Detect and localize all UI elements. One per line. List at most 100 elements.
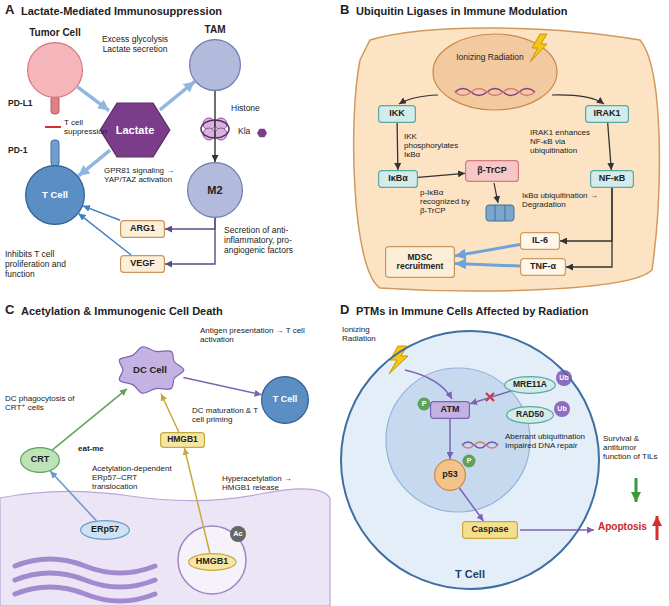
protein-box: IKK — [378, 105, 416, 123]
crt-protein: CRT — [20, 447, 60, 473]
panel-letter: D — [340, 303, 349, 318]
ubiquitin-mark — [554, 401, 570, 417]
annotation: IKK phosphorylates IκBα — [404, 132, 464, 160]
cytokine-box: TNF-α — [520, 258, 566, 276]
connector-arrow — [77, 87, 109, 111]
annotation: p-IκBα recognized by β-TrCP — [420, 188, 478, 216]
node-label: HMGB1 — [167, 435, 198, 444]
annotation: Excess glycolysis Lactate secretion — [93, 35, 177, 55]
annotation: IRAK1 enhances NF-κB via ubiquitination — [530, 128, 602, 156]
endoplasmic-reticulum — [15, 559, 155, 573]
node-label: TNF-α — [530, 262, 556, 272]
panel-title: Ubiquitin Ligases in Immune Modulation — [356, 5, 567, 18]
node-label: β-TrCP — [477, 166, 507, 176]
vesicle — [178, 526, 246, 594]
protein-box-shape — [379, 171, 418, 188]
connector-arrow — [161, 394, 179, 432]
node-label: CRT — [31, 455, 50, 465]
cytokine-box-shape — [521, 259, 566, 276]
node-label: IκBα — [388, 174, 408, 184]
erp57-protein: ERp57 — [80, 520, 130, 540]
modification-label: P — [467, 457, 472, 465]
annotation: DC maturation & T cell priming — [192, 406, 258, 424]
connector-arrow — [459, 488, 483, 521]
annotation: T cell suppression — [64, 118, 110, 136]
connector-arrow — [449, 419, 451, 459]
node-label: HMGB1 — [196, 557, 229, 567]
annotation: Aberrant ubiquitination Impaired DNA rep… — [505, 432, 595, 450]
lactyl-mark — [257, 129, 267, 138]
annotation: DC phagocytosis of CRT⁺ cells — [5, 394, 77, 412]
modification-label: Ub — [557, 405, 566, 413]
hmgb1-protein: HMGB1 — [188, 553, 237, 571]
outcome-box: MDSC recruitment — [385, 246, 455, 278]
node-label: VEGF — [130, 259, 155, 269]
kinase-box-shape — [431, 402, 470, 419]
m2-macrophage: M2 — [187, 162, 243, 218]
macrophage-cell-shape — [190, 40, 241, 91]
annotation: GPR81 signaling → YAP/TAZ activation — [104, 166, 184, 184]
modification-label: Kla — [238, 127, 250, 137]
degradation-arrow — [494, 183, 498, 203]
node-label: DC Cell — [133, 365, 167, 375]
dna-strand — [455, 89, 535, 96]
crt-protein-shape — [21, 448, 60, 473]
decrease-arrow — [635, 478, 638, 502]
signal-label: eat-me — [78, 444, 104, 453]
caspase-box: Caspase — [462, 521, 518, 539]
t-cell-shape — [262, 377, 309, 424]
protein-box-shape — [591, 171, 634, 188]
node-label: RAD50 — [516, 410, 544, 419]
factor-box-shape — [121, 221, 165, 238]
signal-arrow — [405, 370, 452, 399]
node-label: IL-6 — [532, 236, 548, 246]
caspase-box-shape — [463, 522, 518, 539]
node-label: T Cell — [273, 395, 298, 405]
erp57-protein-shape — [81, 521, 130, 540]
protein-box-shape — [379, 106, 416, 123]
signal-arrow — [399, 95, 438, 104]
connector-arrow — [608, 123, 612, 170]
connector-arrow — [165, 218, 215, 264]
increase-arrow — [656, 516, 659, 540]
annotation: IκBα ubiquitination → Degradation — [522, 191, 602, 209]
lactate-hexagon: Lactate — [99, 102, 171, 158]
protein-box: IRAK1 — [585, 105, 629, 123]
stimulus-label: Ionizing Radiation — [450, 53, 530, 63]
connector-arrow — [214, 91, 215, 162]
node-label: IKK — [389, 109, 405, 119]
repair-protein-shape — [505, 377, 556, 394]
factor-box-shape — [121, 256, 165, 273]
annotation: Survival & antitumor function of TILs — [603, 434, 666, 462]
repair-protein-shape — [507, 407, 554, 424]
phospho-mark — [463, 455, 476, 468]
connector-arrow — [455, 245, 520, 256]
protein-label: PD-L1 — [8, 99, 33, 109]
node-label: Lactate — [116, 124, 155, 136]
suppression-bar — [45, 126, 61, 128]
protein-label: PD-1 — [8, 146, 27, 156]
annotation: Secretion of anti-inflammatory, pro-angi… — [224, 226, 324, 255]
acetyl-mark — [230, 526, 246, 542]
tumor-cell-shape — [28, 43, 83, 98]
macrophage-cell-outline — [189, 39, 241, 91]
panel-letter: C — [5, 303, 14, 318]
t-cell: T Cell — [25, 165, 85, 225]
structure-label: Histone — [231, 104, 260, 114]
annotation: Hyperacetylation → HMGB1 release — [222, 474, 322, 492]
signal-arrow — [552, 95, 604, 104]
ligase-box: β-TrCP — [465, 160, 519, 182]
node-label: TAM — [205, 24, 226, 35]
connector-arrow — [183, 377, 261, 394]
protein-box: NF-κB — [590, 170, 634, 188]
outcome-box-shape — [386, 247, 455, 278]
connector-arrow — [83, 206, 120, 220]
macrophage-cell: TAM — [189, 39, 241, 91]
t-cell-shape — [26, 166, 85, 225]
node-label: M2 — [207, 184, 222, 196]
tumor-cell-outline — [27, 42, 83, 98]
annotation: Antigen presentation → T cell activation — [200, 326, 325, 344]
dna-strand — [462, 442, 498, 448]
